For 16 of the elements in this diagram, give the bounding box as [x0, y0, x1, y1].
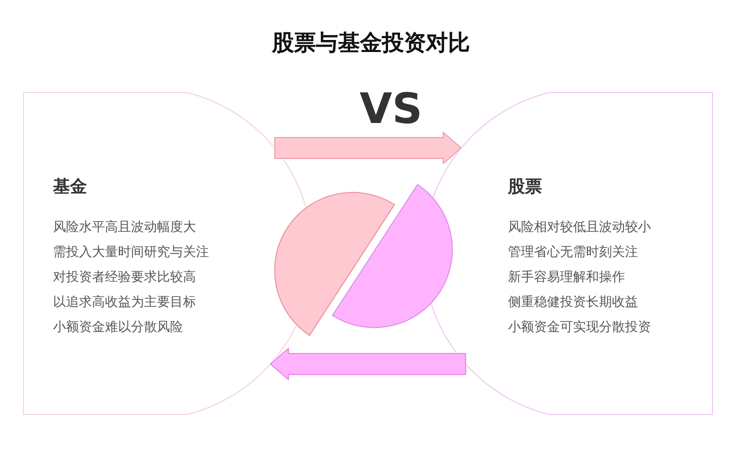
list-item: 风险水平高且波动幅度大	[53, 220, 196, 236]
list-item: 小额资金难以分散风险	[53, 320, 183, 336]
card-heading: 基金	[53, 177, 87, 197]
list-item: 新手容易理解和操作	[508, 270, 625, 286]
card-heading: 股票	[508, 177, 542, 197]
list-item: 对投资者经验要求比较高	[53, 270, 196, 286]
list-item: 风险相对较低且波动较小	[508, 220, 651, 236]
list-item: 侧重稳健投资长期收益	[508, 295, 638, 311]
list-item: 小额资金可实现分散投资	[508, 320, 651, 336]
list-item: 管理省心无需时刻关注	[508, 245, 638, 261]
block-arrow	[270, 347, 466, 381]
block-arrow	[274, 131, 462, 165]
list-item: 需投入大量时间研究与关注	[53, 245, 209, 261]
list-item: 以追求高收益为主要目标	[53, 295, 196, 311]
title: 股票与基金投资对比	[272, 31, 470, 57]
vs-label: VS	[360, 88, 422, 130]
